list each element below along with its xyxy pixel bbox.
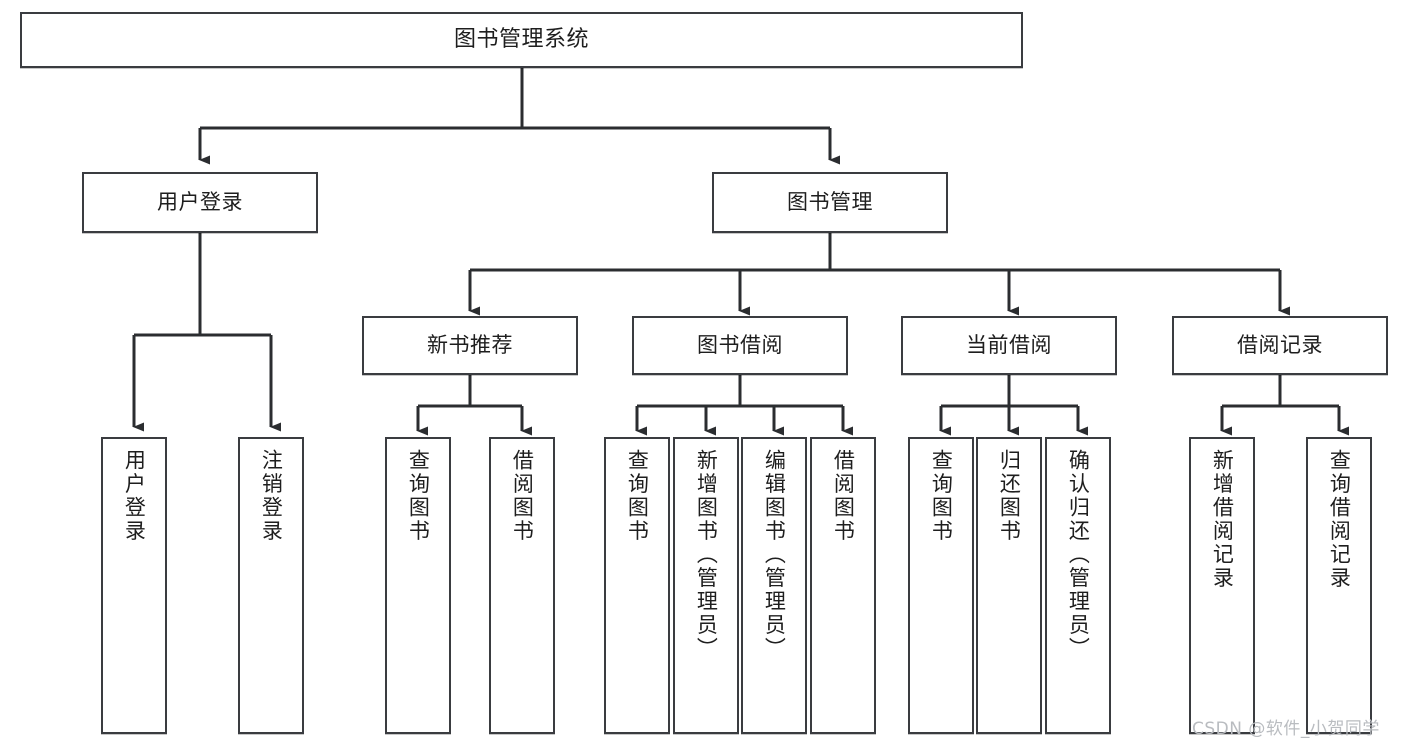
node-label: 用户登录 [122,449,147,543]
node-leaf-query-book-recommend[interactable]: 查询图书 [385,437,451,734]
watermark: CSDN @软件_小贺同学 [1192,719,1380,739]
node-new-book-recommend[interactable]: 新书推荐 [362,316,578,375]
node-label: 借阅记录 [1237,333,1323,358]
node-label: 图书借阅 [697,333,783,358]
node-book-management[interactable]: 图书管理 [712,172,948,233]
node-label: 新增借阅记录 [1210,449,1235,590]
node-label: 新增图书（管理员） [694,449,719,661]
node-label: 图书管理系统 [453,27,589,53]
node-label: 查询图书 [625,449,650,543]
node-label: 编辑图书（管理员） [762,449,787,661]
node-current-borrow[interactable]: 当前借阅 [901,316,1117,375]
node-label: 注销登录 [259,449,284,543]
node-book-borrow[interactable]: 图书借阅 [632,316,848,375]
node-label: 用户登录 [157,190,243,215]
node-label: 查询图书 [929,449,954,543]
node-label: 新书推荐 [427,333,513,358]
node-label: 当前借阅 [966,333,1052,358]
node-leaf-borrow-book-recommend[interactable]: 借阅图书 [489,437,555,734]
node-root-book-management-system[interactable]: 图书管理系统 [20,12,1023,68]
node-label: 归还图书 [997,449,1022,543]
node-leaf-return-book[interactable]: 归还图书 [976,437,1042,734]
node-leaf-logout-login[interactable]: 注销登录 [238,437,304,734]
node-leaf-confirm-return-admin[interactable]: 确认归还（管理员） [1045,437,1111,734]
node-label: 图书管理 [787,190,873,215]
node-leaf-borrow-book[interactable]: 借阅图书 [810,437,876,734]
node-leaf-add-book-admin[interactable]: 新增图书（管理员） [673,437,739,734]
node-borrow-record[interactable]: 借阅记录 [1172,316,1388,375]
node-label: 查询图书 [406,449,431,543]
node-leaf-query-book-borrow[interactable]: 查询图书 [604,437,670,734]
node-leaf-user-login[interactable]: 用户登录 [101,437,167,734]
node-leaf-add-borrow-record[interactable]: 新增借阅记录 [1189,437,1255,734]
node-leaf-edit-book-admin[interactable]: 编辑图书（管理员） [741,437,807,734]
node-label: 借阅图书 [831,449,856,543]
node-leaf-query-borrow-record[interactable]: 查询借阅记录 [1306,437,1372,734]
node-label: 借阅图书 [510,449,535,543]
node-leaf-query-book-current[interactable]: 查询图书 [908,437,974,734]
node-label: 确认归还（管理员） [1066,449,1091,661]
node-label: 查询借阅记录 [1327,449,1352,590]
node-user-login[interactable]: 用户登录 [82,172,318,233]
